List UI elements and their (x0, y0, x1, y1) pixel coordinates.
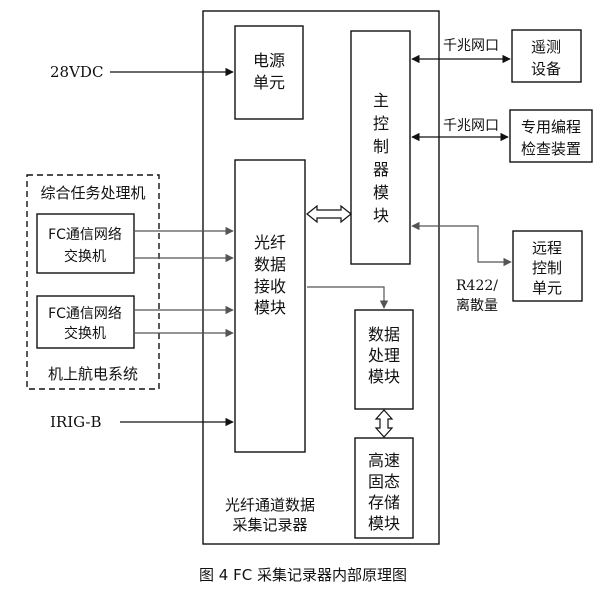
main-controller-label-5: 模 (373, 183, 389, 202)
inspection-label-1: 专用编程 (521, 118, 581, 136)
figure-caption: 图 4 FC 采集记录器内部原理图 (199, 566, 407, 584)
main-controller-box (350, 30, 411, 265)
storage-label-1: 高速 (368, 451, 400, 470)
power-unit-label-1: 电源 (253, 51, 285, 70)
power-input-label: 28VDC (50, 63, 103, 81)
fc-switch-2-box (36, 295, 135, 349)
main-controller-label-6: 块 (373, 206, 389, 225)
main-controller-label-4: 器 (373, 160, 389, 179)
power-unit-label-2: 单元 (253, 73, 285, 92)
fiber-receiver-label-1: 光纤 (254, 233, 286, 252)
main-controller-label-2: 控 (373, 114, 389, 133)
recorder-label-2: 采集记录器 (232, 516, 307, 534)
receiver-controller-double-arrow (306, 204, 352, 224)
telemetry-label-1: 遥测 (531, 38, 561, 56)
remote-control-box (512, 230, 583, 302)
main-controller-label-1: 主 (373, 91, 389, 110)
telemetry-box (511, 29, 582, 83)
fiber-receiver-box (234, 159, 306, 453)
remote-control-label-3: 单元 (532, 279, 562, 297)
recorder-label-1: 光纤通道数据 (225, 496, 315, 514)
power-unit-box (234, 25, 304, 120)
data-processor-label-1: 数据 (368, 325, 400, 344)
data-processor-label-2: 处理 (368, 346, 400, 365)
fc-switch-1-label-2: 交换机 (64, 248, 106, 265)
storage-label-3: 存储 (368, 493, 400, 512)
receiver-to-processor-arrow (307, 286, 389, 309)
avionics-label: 机上航电系统 (48, 365, 138, 383)
avionics-dashed-frame (26, 174, 160, 390)
fiber-receiver-label-2: 数据 (254, 255, 286, 274)
telemetry-port-label: 千兆网口 (443, 38, 499, 54)
fiber-receiver-label-4: 模块 (254, 298, 286, 317)
storage-label-2: 固态 (368, 472, 400, 491)
remote-control-label-1: 远程 (532, 239, 562, 257)
fc-switch-1-box (36, 213, 135, 274)
remote-control-label-2: 控制 (532, 259, 562, 277)
controller-remote-arrow (411, 221, 512, 267)
inspection-label-2: 检查装置 (521, 140, 581, 158)
telemetry-label-2: 设备 (531, 60, 561, 78)
processor-storage-double-arrow (374, 409, 394, 438)
storage-box (354, 437, 414, 539)
remote-port-label-1: R422/ (456, 278, 498, 294)
data-processor-box (354, 309, 414, 410)
fc-switch-1-label-1: FC通信网络 (48, 227, 122, 243)
main-controller-label-3: 制 (373, 137, 389, 156)
fc-switch-2-label-2: 交换机 (64, 325, 106, 342)
storage-label-4: 模块 (368, 514, 400, 533)
remote-port-label-2: 离散量 (456, 297, 498, 314)
inspection-port-label: 千兆网口 (443, 118, 499, 134)
fiber-receiver-label-3: 接收 (254, 277, 286, 296)
irig-input-label: IRIG-B (50, 413, 102, 431)
data-processor-label-3: 模块 (368, 367, 400, 386)
inspection-box (509, 109, 593, 163)
fc-switch-2-label-1: FC通信网络 (48, 306, 122, 322)
mission-computer-label: 综合任务处理机 (40, 184, 145, 202)
